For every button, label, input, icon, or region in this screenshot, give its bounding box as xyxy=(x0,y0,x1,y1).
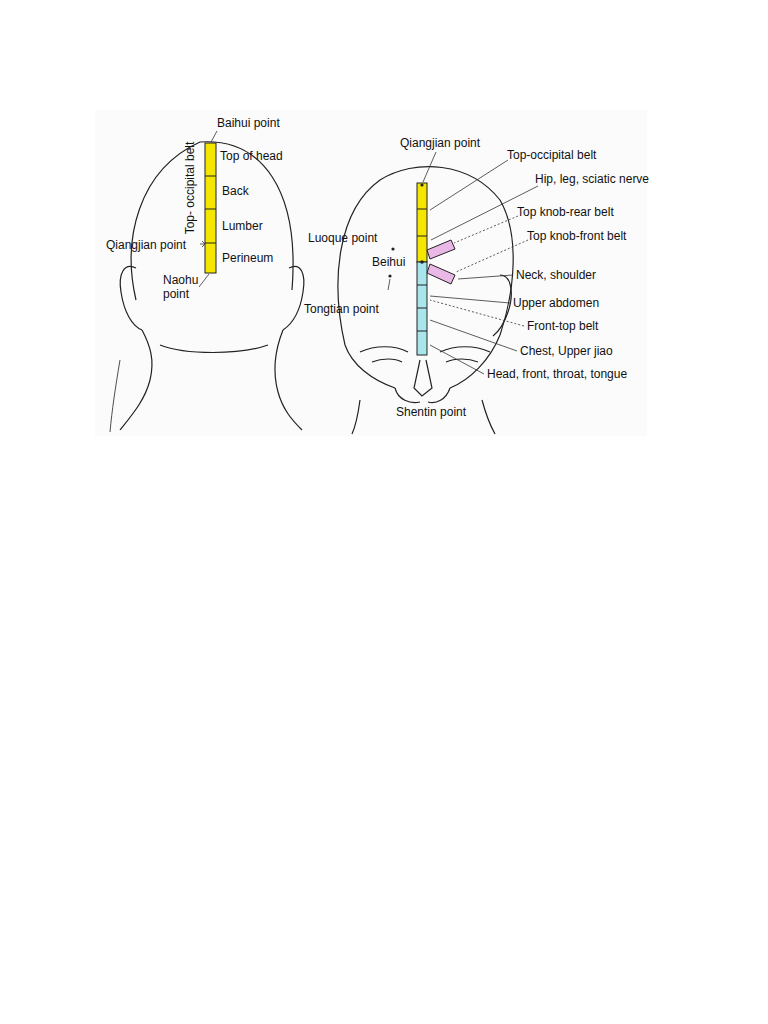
point-label: Baihui point xyxy=(217,116,280,130)
point-label: Chest, Upper jiao xyxy=(520,344,613,358)
point-label: Hip, leg, sciatic nerve xyxy=(535,172,649,186)
point-label: Qiangjian point xyxy=(106,238,186,252)
belt-ticks xyxy=(205,176,216,243)
belt-ticks xyxy=(417,209,427,331)
point-label: Luoque point xyxy=(308,231,377,245)
point-label: Top of head xyxy=(220,149,283,163)
point-label: Back xyxy=(222,184,249,198)
top-occipital-belt xyxy=(417,183,427,262)
point-label: Lumber xyxy=(222,219,263,233)
top-occipital-belt xyxy=(205,143,216,273)
point-label: Front-top belt xyxy=(527,319,598,333)
point-label: Tongtian point xyxy=(304,302,379,316)
right-head xyxy=(338,167,513,434)
point-label: Top-occipital belt xyxy=(507,148,596,162)
point-label: Shentin point xyxy=(396,405,466,419)
top-knob-belts xyxy=(427,240,455,284)
point-label: Head, front, throat, tongue xyxy=(487,367,627,381)
front-top-belt xyxy=(417,262,427,355)
point-label: Qiangjian point xyxy=(400,136,480,150)
leader-lines xyxy=(199,131,217,287)
figure-ground xyxy=(95,110,647,436)
left-head xyxy=(110,142,304,432)
point-label: Upper abdomen xyxy=(513,296,599,310)
point-label: Neck, shoulder xyxy=(516,268,596,282)
point-label: Perineum xyxy=(222,251,273,265)
leader-lines xyxy=(388,152,538,374)
point-label: Top knob-rear belt xyxy=(517,205,614,219)
point-label: Beihui xyxy=(372,255,405,269)
point-label: Naohu point xyxy=(163,273,205,301)
point-label: Top knob-front belt xyxy=(527,229,626,243)
belt-label: Top- occipital belt xyxy=(183,142,197,235)
